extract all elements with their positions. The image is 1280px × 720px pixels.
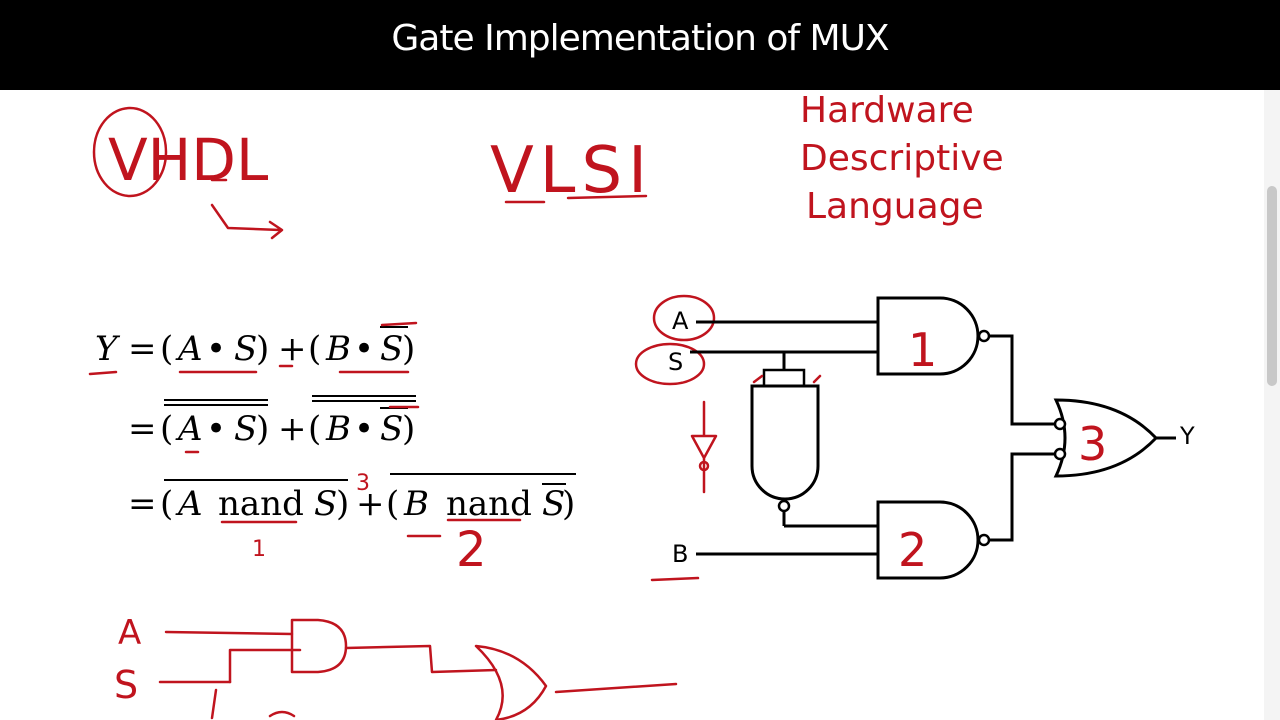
eq1-rparen2: ) (402, 329, 415, 369)
eq3-lparen: ( (160, 484, 173, 524)
eq1-s: S (234, 329, 257, 369)
eq3-nand1: nand (218, 484, 304, 524)
input-b-label: B (672, 540, 688, 568)
equation-line-3: = ( A nand S ) + ( B nand S ) 3 1 2 (128, 471, 576, 578)
eq1-dot1: • (206, 329, 226, 369)
mux-circuit: A S B Y 1 2 3 (634, 294, 1195, 582)
or-gate-bubble-1 (1053, 417, 1067, 431)
eq1-equals: = (128, 329, 157, 369)
gate-number-1: 1 (908, 323, 937, 377)
eq3-nand2: nand (446, 484, 532, 524)
eq3-rparen: ) (336, 484, 349, 524)
eq3-s: S (314, 484, 337, 524)
output-y-label: Y (1179, 422, 1195, 450)
eq3-plus: + (356, 484, 385, 524)
sketch-wire-output (554, 682, 678, 694)
eq1-sbar: S (380, 329, 403, 369)
eq2-equals: = (128, 409, 157, 449)
handwriting-vlsi: VLSI (490, 134, 648, 208)
input-b-underline (650, 576, 700, 582)
nand-inverter-bubble (777, 499, 791, 513)
eq1-lparen2: ( (308, 329, 321, 369)
eq1-b: B (325, 329, 351, 369)
bottom-sketch: A S (114, 613, 678, 720)
eq2-sbar: S (380, 409, 403, 449)
eq1-lparen: ( (160, 329, 173, 369)
inverter-sketch-bubble (698, 460, 710, 472)
sketch-wire-s-up (228, 648, 302, 684)
eq2-plus: + (278, 409, 307, 449)
eq3-plus-3: 3 (356, 471, 370, 496)
eq2-a: A (175, 409, 203, 449)
eq2-s: S (234, 409, 257, 449)
nand-gate-2-bubble (977, 533, 991, 547)
inverter-sketch-icon (690, 400, 718, 494)
eq3-rparen2: ) (562, 484, 575, 524)
sketch-or-gate (474, 644, 548, 720)
scrollbar[interactable] (1264, 90, 1280, 720)
input-s-circle (634, 342, 706, 386)
sketch-wire-and-out (344, 644, 498, 674)
wire-gate2-to-or (989, 452, 1060, 542)
eq3-b: B (403, 484, 429, 524)
inverter-ink-ticks (752, 374, 822, 384)
hardware-text: Hardware (800, 90, 974, 131)
handwriting-vhdl: VHDL (92, 106, 284, 240)
wire-gate1-to-or (989, 334, 1060, 426)
nand-inverter-gate (750, 384, 820, 501)
or-gate (1053, 398, 1159, 478)
eq3-under-2: 2 (456, 522, 487, 578)
eq3-lparen2: ( (386, 484, 399, 524)
sketch-and-gate (290, 618, 348, 674)
eq2-rparen: ) (256, 409, 269, 449)
sketch-wire-a (164, 630, 294, 636)
descriptive-text: Descriptive (800, 138, 1004, 179)
title-bar: Gate Implementation of MUX (0, 0, 1280, 90)
nand-gate-2 (876, 500, 980, 580)
inverter-input-block (762, 368, 806, 388)
eq2-dot2: • (354, 409, 374, 449)
input-a-label: A (672, 307, 689, 335)
nand-gate-1 (876, 296, 980, 376)
eq2-rparen2: ) (402, 409, 415, 449)
vlsi-underline-2 (566, 194, 648, 200)
eq2-lparen2: ( (308, 409, 321, 449)
equation-line-1: Y = ( A • S ) + ( B • S ) (88, 321, 418, 376)
nand-gate-1-bubble (977, 329, 991, 343)
language-text: Language (806, 186, 984, 227)
scrollbar-thumb[interactable] (1267, 186, 1277, 386)
eq2-b: B (325, 409, 351, 449)
eq3-sbar: S (542, 484, 565, 524)
sketch-partial-mark (268, 710, 296, 718)
eq3-equals: = (128, 484, 157, 524)
equation-line-2: = ( A • S ) + ( B • S ) (128, 395, 420, 454)
vhdl-text: VHDL (108, 126, 268, 194)
eq3-under-1: 1 (252, 537, 266, 562)
sketch-wire-down (210, 688, 218, 720)
gate-number-2: 2 (898, 523, 927, 577)
vhdl-v-circle (92, 106, 168, 198)
eq1-sbar-ink (380, 321, 418, 327)
sketch-s-label: S (114, 663, 138, 707)
eq1-y: Y (95, 329, 121, 369)
eq1-dot2: • (354, 329, 374, 369)
eq1-y-underline (88, 370, 118, 376)
input-a-circle (652, 294, 716, 342)
eq1-a: A (175, 329, 203, 369)
gate-number-3: 3 (1078, 417, 1107, 471)
handwriting-hdl-expansion: Hardware Descriptive Language (800, 90, 1004, 227)
input-s-label: S (668, 348, 683, 376)
vhdl-arrow-icon (210, 203, 284, 240)
or-gate-bubble-2 (1053, 447, 1067, 461)
eq2-dot1: • (206, 409, 226, 449)
eq3-a: A (175, 484, 203, 524)
eq2-lparen: ( (160, 409, 173, 449)
eq1-rparen: ) (256, 329, 269, 369)
eq1-plus: + (278, 329, 307, 369)
sketch-a-label: A (118, 613, 141, 653)
slide-title: Gate Implementation of MUX (391, 18, 889, 59)
slide-canvas: VHDL VLSI Hardware Descriptive Language … (88, 90, 1195, 720)
